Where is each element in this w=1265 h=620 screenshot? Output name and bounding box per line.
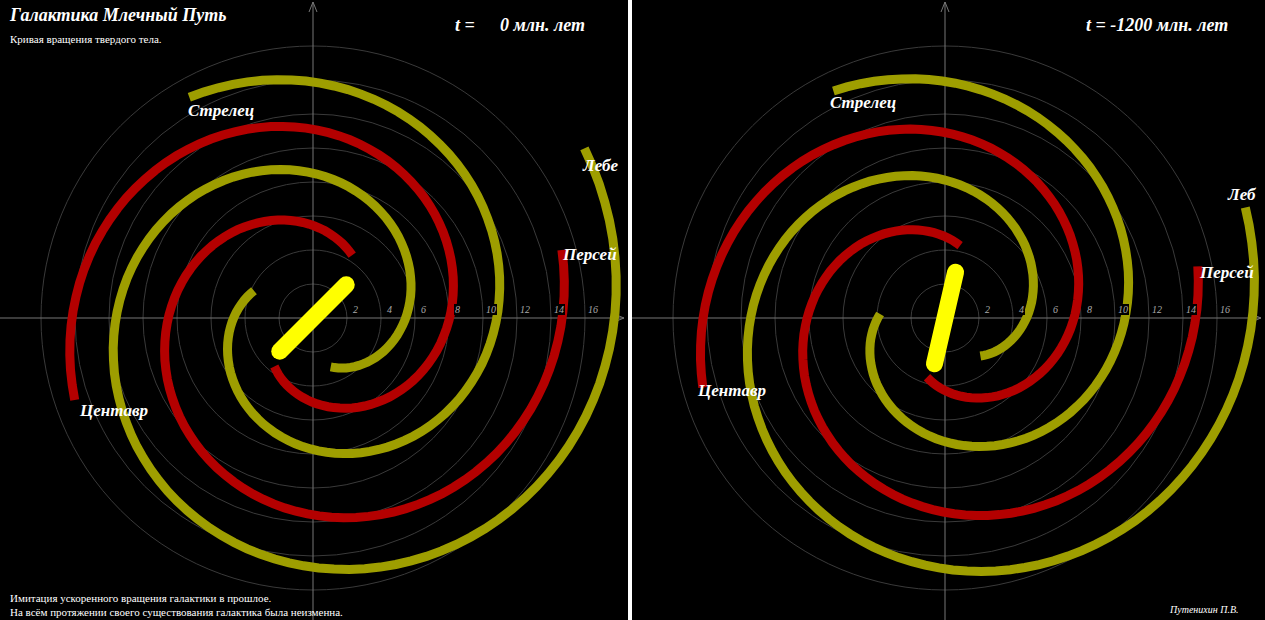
spiral-arm: [701, 129, 1079, 398]
spiral-arm: [165, 220, 565, 518]
axis-number: 14: [553, 304, 565, 315]
arm-name: Персей: [1200, 264, 1254, 283]
axis-number: 12: [1151, 304, 1163, 315]
axis-number: 8: [1086, 304, 1093, 315]
spiral-arm: [747, 176, 1254, 572]
axis-number: 4: [1018, 304, 1025, 315]
axis-number: 4: [386, 304, 393, 315]
arm-name: Центавр: [80, 402, 148, 421]
arm-name: Персей: [563, 246, 617, 265]
axis-number: 10: [1117, 304, 1129, 315]
arm-name: Стрелец: [188, 102, 254, 121]
axis-number: 12: [519, 304, 531, 315]
panel-now: [0, 2, 624, 620]
axis-number: 16: [587, 304, 599, 315]
arm-name: Стрелец: [830, 94, 896, 113]
spiral-arm: [803, 230, 1199, 516]
axis-number: 6: [420, 304, 427, 315]
arm-name: Центавр: [698, 382, 766, 401]
axis-number: 2: [352, 304, 359, 315]
arm-name: Лебе: [583, 157, 618, 176]
diagram-title: Галактика Млечный Путь: [10, 6, 226, 26]
author-credit: Путенихин П.В.: [1170, 604, 1239, 615]
axis-number: 16: [1219, 304, 1231, 315]
arm-name: Леб: [1228, 186, 1255, 205]
panel-divider: [628, 0, 632, 620]
footnote: На всём протяжении своего существования …: [10, 606, 343, 618]
time-label: t =: [455, 16, 475, 36]
axis-arrow: [941, 2, 949, 12]
axis-arrow: [309, 2, 317, 12]
axis-number: 6: [1052, 304, 1059, 315]
spiral-arm: [113, 148, 616, 569]
time-value: 0 млн. лет: [500, 16, 585, 36]
axis-number: 14: [1185, 304, 1197, 315]
subtitle: Кривая вращения твердого тела.: [10, 33, 162, 45]
footnote: Имитация ускоренного вращения галактики …: [10, 592, 271, 604]
axis-number: 2: [984, 304, 991, 315]
panel-past: [632, 2, 1261, 620]
galactic-bar: [280, 285, 346, 351]
axis-number: 8: [454, 304, 461, 315]
galactic-bar: [934, 272, 955, 364]
time-label: t = -1200 млн. лет: [1086, 16, 1228, 36]
axis-number: 10: [485, 304, 497, 315]
spiral-arm: [70, 126, 454, 408]
